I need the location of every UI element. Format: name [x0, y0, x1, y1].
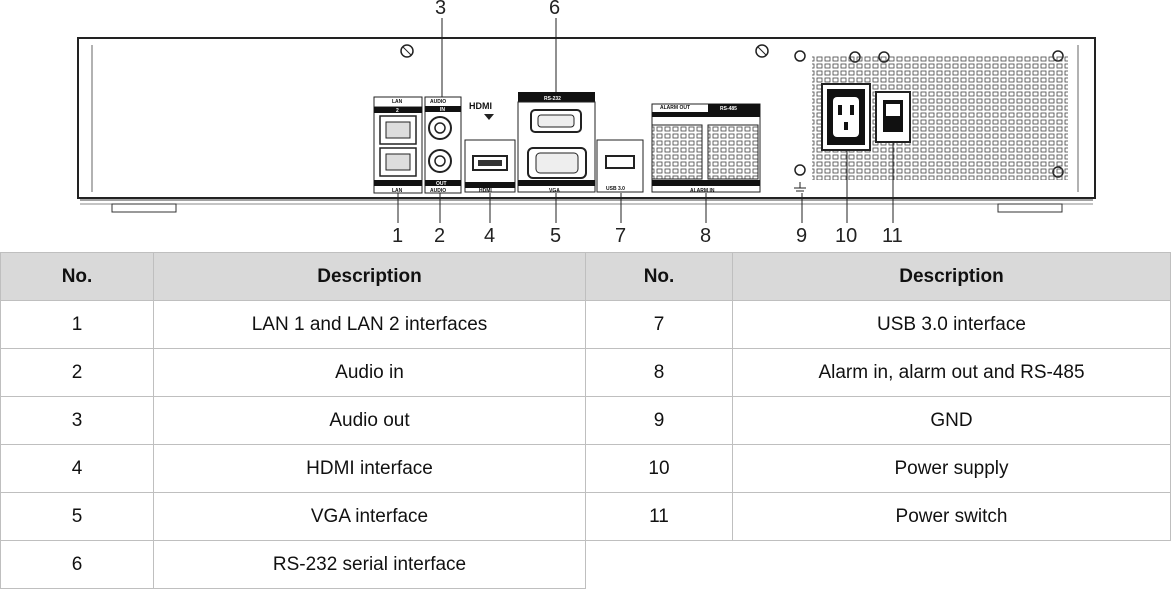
svg-text:AUDIO: AUDIO [430, 99, 446, 105]
callout-10: 10 [835, 225, 857, 247]
row-description: VGA interface [153, 492, 586, 541]
row-description: Power supply [732, 444, 1171, 493]
callout-3: 3 [435, 0, 446, 19]
row-description: Power switch [732, 492, 1171, 541]
header-no-left: No. [0, 252, 154, 301]
callout-4: 4 [484, 225, 495, 247]
row-no: 3 [0, 396, 154, 445]
callout-7: 7 [615, 225, 626, 247]
audio-ports: AUDIO IN OUT AUDIO [424, 96, 462, 194]
svg-text:USB 3.0: USB 3.0 [606, 186, 625, 192]
callout-1: 1 [392, 225, 403, 247]
svg-text:OUT: OUT [436, 181, 447, 187]
row-description: USB 3.0 interface [732, 300, 1171, 349]
svg-text:LAN: LAN [392, 188, 403, 194]
empty-cell [585, 540, 1171, 589]
alarm-rs485-terminals: ALARM OUT RS-485 ALARM IN [651, 103, 761, 194]
table-row: 1 LAN 1 and LAN 2 interfaces 7 USB 3.0 i… [0, 300, 1171, 349]
table-row: 4 HDMI interface 10 Power supply [0, 444, 1171, 493]
callout-11: 11 [882, 225, 903, 247]
svg-text:IN: IN [440, 107, 445, 113]
lan-ports: LAN 2 LAN [373, 96, 423, 194]
row-description: GND [732, 396, 1171, 445]
row-no: 11 [585, 492, 733, 541]
table-row: 2 Audio in 8 Alarm in, alarm out and RS-… [0, 348, 1171, 397]
svg-text:RS-485: RS-485 [720, 106, 737, 112]
row-no: 6 [0, 540, 154, 589]
rs232-vga-ports: RS-232 VGA [517, 92, 596, 194]
svg-text:HDMI: HDMI [479, 188, 492, 194]
hdmi-port: HDMI HDMI [464, 101, 516, 194]
svg-text:2: 2 [396, 108, 399, 114]
table-row: 5 VGA interface 11 Power switch [0, 492, 1171, 541]
row-no: 9 [585, 396, 733, 445]
usb-port: USB 3.0 [596, 139, 644, 193]
svg-text:AUDIO: AUDIO [430, 188, 446, 194]
table-row: 3 Audio out 9 GND [0, 396, 1171, 445]
svg-text:ALARM OUT: ALARM OUT [660, 105, 690, 111]
row-no: 4 [0, 444, 154, 493]
row-no: 7 [585, 300, 733, 349]
svg-text:LAN: LAN [392, 99, 403, 105]
callout-6: 6 [549, 0, 560, 19]
header-no-right: No. [585, 252, 733, 301]
power-section [812, 56, 1068, 180]
interface-description-table: No. Description No. Description 1 LAN 1 … [0, 252, 1171, 589]
row-description: Alarm in, alarm out and RS-485 [732, 348, 1171, 397]
row-description: HDMI interface [153, 444, 586, 493]
callout-leader-lines [397, 18, 894, 223]
row-no: 8 [585, 348, 733, 397]
callout-9: 9 [796, 225, 807, 247]
svg-text:VGA: VGA [549, 188, 560, 194]
row-no: 2 [0, 348, 154, 397]
table-header-row: No. Description No. Description [0, 252, 1171, 301]
row-no: 1 [0, 300, 154, 349]
callout-8: 8 [700, 225, 711, 247]
row-description: RS-232 serial interface [153, 540, 586, 589]
row-description: LAN 1 and LAN 2 interfaces [153, 300, 586, 349]
svg-text:HDMI: HDMI [469, 101, 492, 111]
rear-panel-diagram: LAN 2 LAN AUDIO IN OUT AUDIO HDMI HDMI [77, 0, 1096, 247]
svg-text:ALARM IN: ALARM IN [690, 188, 715, 194]
row-no: 5 [0, 492, 154, 541]
svg-text:RS-232: RS-232 [544, 96, 561, 102]
row-description: Audio out [153, 396, 586, 445]
table-row: 6 RS-232 serial interface [0, 540, 1171, 589]
ground-symbol [794, 182, 806, 192]
row-no: 10 [585, 444, 733, 493]
header-description-left: Description [153, 252, 586, 301]
callout-5: 5 [550, 225, 561, 247]
row-description: Audio in [153, 348, 586, 397]
callout-2: 2 [434, 225, 445, 247]
header-description-right: Description [732, 252, 1171, 301]
